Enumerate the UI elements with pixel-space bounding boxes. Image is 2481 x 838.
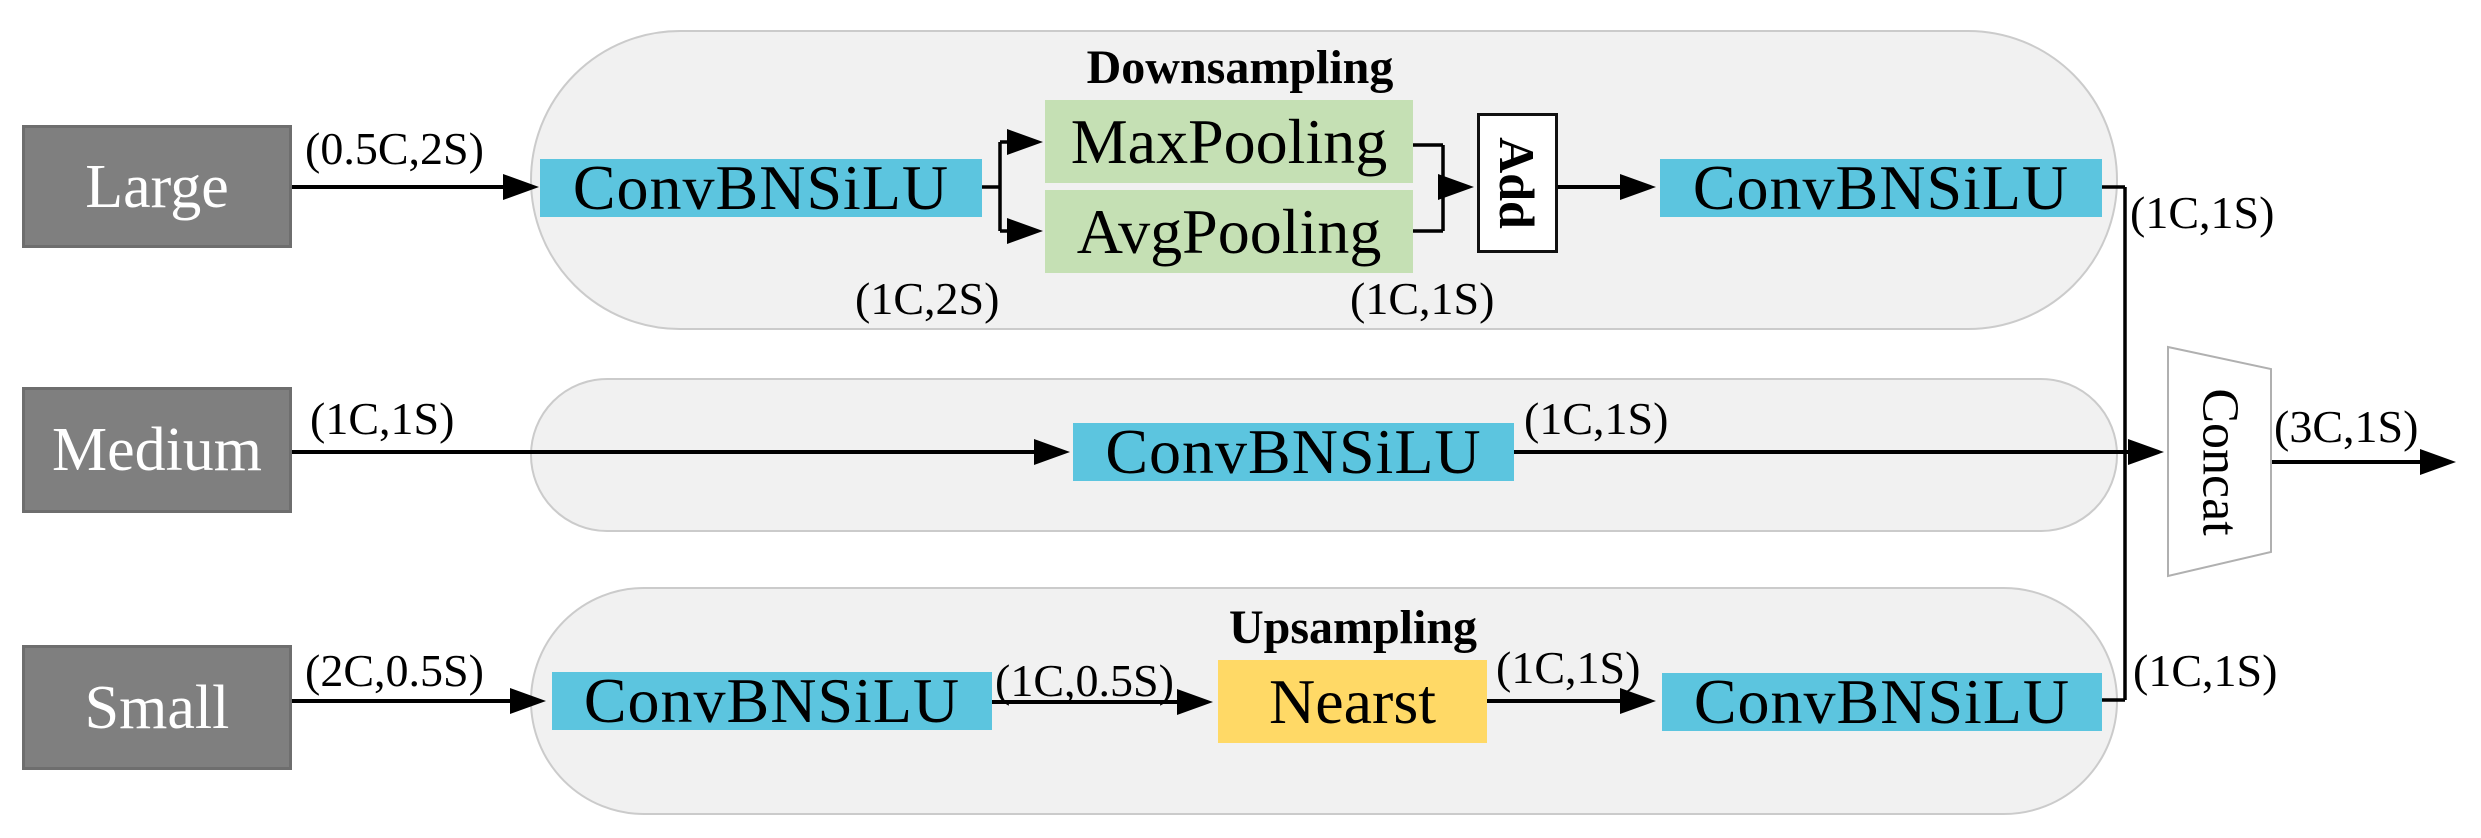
tensor-label-small-input: (2C,0.5S) <box>305 645 484 696</box>
add-block <box>1477 113 1558 253</box>
arrowhead-concat-output <box>2420 449 2456 475</box>
input-box-medium: Medium <box>22 387 292 513</box>
convbnsilu-bottom-in: ConvBNSiLU <box>552 665 992 736</box>
concat-shape <box>2167 345 2272 578</box>
arrowhead-medium-to-conv <box>1034 439 1070 465</box>
concat-label: Concat <box>2191 388 2249 536</box>
tensor-label-concat-output: (3C,1S) <box>2274 401 2419 452</box>
line-branch-outputs-merge <box>2102 185 2127 702</box>
convbnsilu-bottom-out: ConvBNSiLU <box>1662 666 2102 737</box>
tensor-label-bottom-after-upsample: (1C,1S) <box>1496 642 1641 693</box>
convbnsilu-top-out: ConvBNSiLU <box>1660 152 2102 223</box>
line-pooling-branch <box>982 140 1007 233</box>
avgpooling-block: AvgPooling <box>1045 190 1413 273</box>
maxpooling-block: MaxPooling <box>1045 100 1413 183</box>
arrowhead-add-to-conv <box>1620 174 1656 200</box>
tensor-label-top-after-conv: (1C,2S) <box>855 273 1000 324</box>
upsampling-title: Upsampling <box>1228 601 1478 654</box>
input-label-medium: Medium <box>51 416 263 484</box>
arrowhead-small-to-conv <box>510 688 546 714</box>
input-label-small: Small <box>84 673 230 742</box>
arrowhead-to-maxpooling <box>1007 129 1043 155</box>
input-label-large: Large <box>85 152 229 221</box>
arrowhead-to-concat <box>2128 439 2164 465</box>
tensor-label-medium-input: (1C,1S) <box>310 393 455 444</box>
arrowhead-to-nearst <box>1177 689 1213 715</box>
downsampling-title: Downsampling <box>1086 41 1394 94</box>
tensor-label-bottom-output: (1C,1S) <box>2133 645 2278 696</box>
tensor-label-top-after-pool: (1C,1S) <box>1350 273 1495 324</box>
tensor-label-large-input: (0.5C,2S) <box>305 123 484 174</box>
add-label: Add <box>1489 137 1545 229</box>
arrowhead-to-avgpooling <box>1007 218 1043 244</box>
convbnsilu-middle: ConvBNSiLU <box>1073 416 1514 487</box>
input-box-small: Small <box>22 645 292 770</box>
arrowhead-large-to-conv <box>503 174 539 200</box>
tensor-label-middle-output: (1C,1S) <box>1524 393 1669 444</box>
tensor-label-top-output: (1C,1S) <box>2130 187 2275 238</box>
arrowhead-nearst-to-conv <box>1620 688 1656 714</box>
input-box-large: Large <box>22 125 292 248</box>
nearest-upsample-block: Nearst <box>1218 660 1487 743</box>
tensor-label-bottom-after-conv: (1C,0.5S) <box>995 655 1174 706</box>
convbnsilu-top-in: ConvBNSiLU <box>540 152 982 223</box>
arrowhead-to-add <box>1438 174 1474 200</box>
